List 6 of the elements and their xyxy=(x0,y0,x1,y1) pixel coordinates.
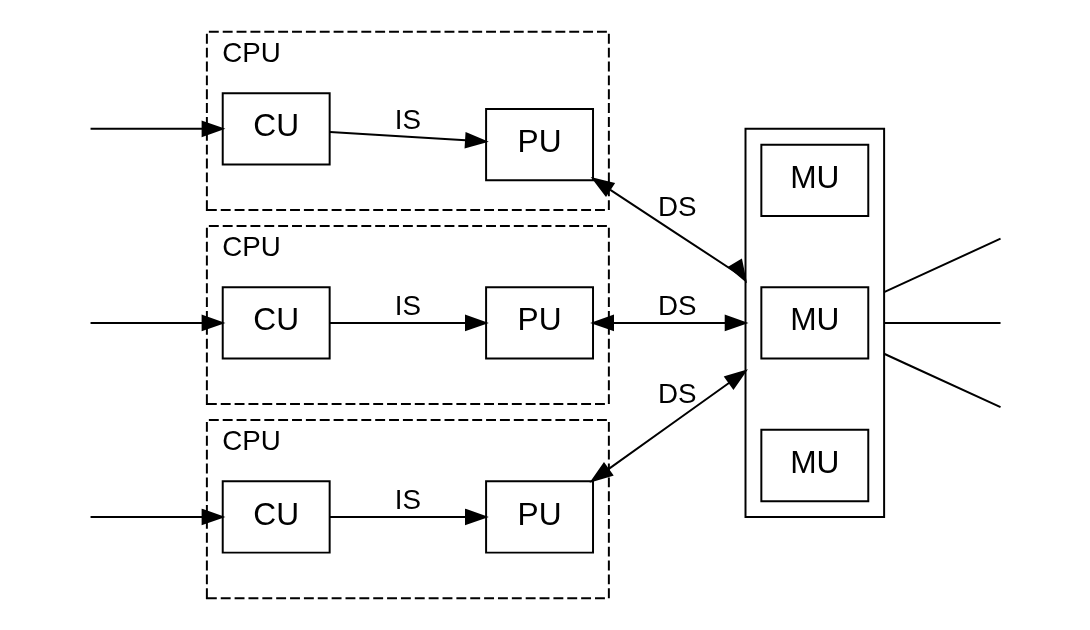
edge-label: DS xyxy=(657,377,696,409)
edge-label: DS xyxy=(657,290,696,322)
edge-label: IS xyxy=(394,484,421,516)
edge-label: IS xyxy=(394,290,421,322)
edge-label: IS xyxy=(394,104,421,136)
edge-label: DS xyxy=(657,191,696,223)
